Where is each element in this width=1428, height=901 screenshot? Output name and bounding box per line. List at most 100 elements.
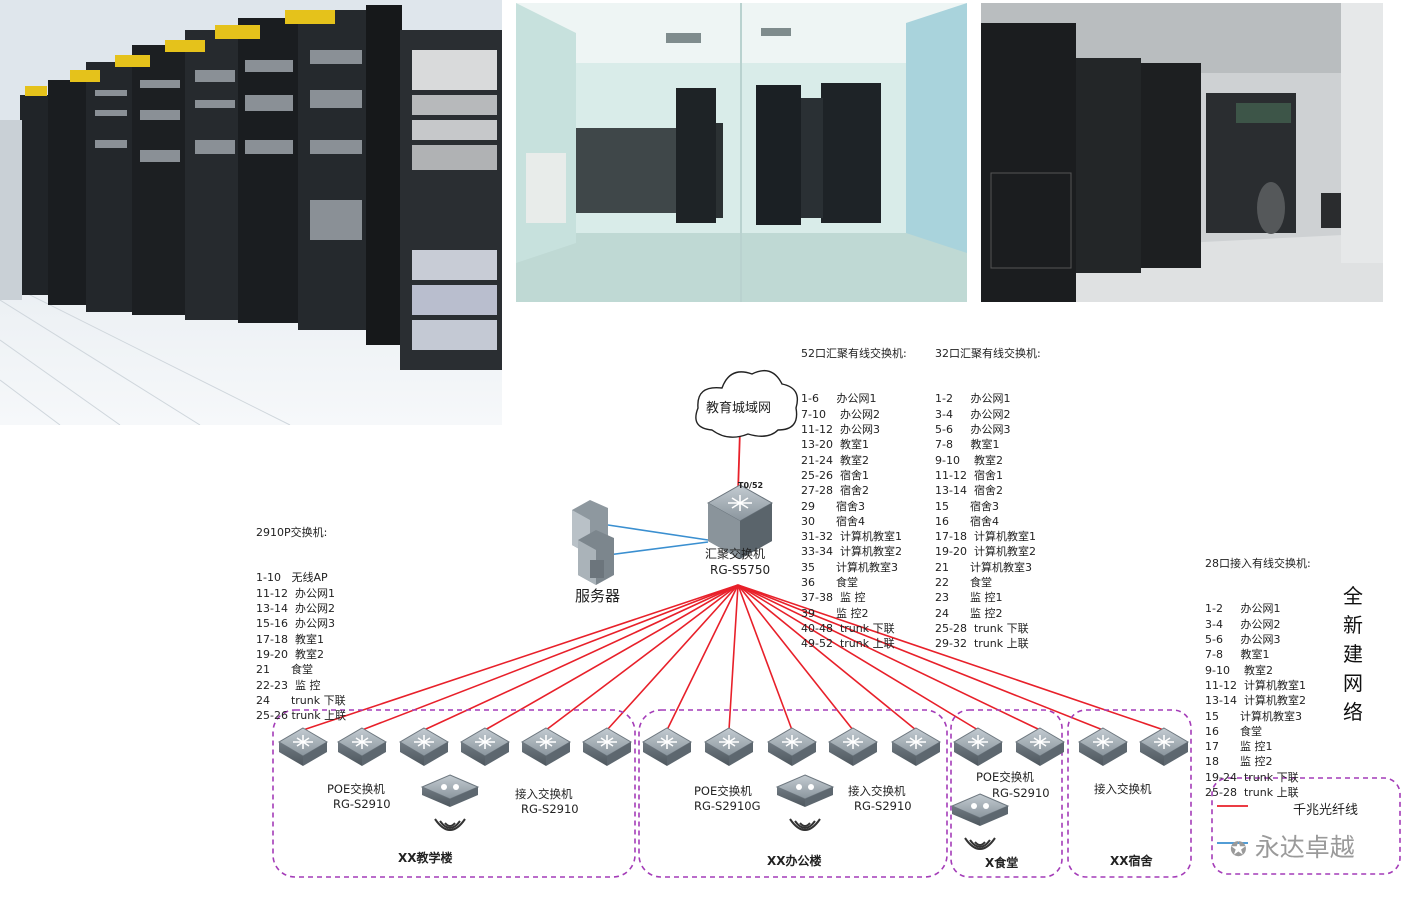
canteen-poe-name: POE交换机 — [976, 770, 1034, 784]
access-switch-icon — [1015, 727, 1065, 767]
server-links — [607, 524, 709, 556]
vertical-title-char: 新 — [1343, 613, 1363, 637]
port-row: 16 宿舍4 — [935, 514, 999, 528]
port-row: 16 食堂 — [1205, 724, 1262, 738]
s2910p-title: 2910P交换机: — [256, 525, 328, 539]
port-row: 24 监 控2 — [935, 606, 1003, 620]
port-row: 37-38 监 控 — [801, 591, 866, 605]
port-row: 1-2 办公网1 — [1205, 602, 1281, 616]
group-boxes — [272, 709, 1401, 878]
port-row: 9-10 教室2 — [1205, 663, 1273, 677]
port-row: 3-4 办公网2 — [935, 407, 1011, 421]
port-row: 15-16 办公网3 — [256, 617, 335, 631]
port-row: 22 食堂 — [935, 576, 992, 590]
port-row: 15 宿舍3 — [935, 499, 999, 513]
watermark: ✪ 永达卓越 — [1230, 828, 1355, 864]
port-row: 25-28 trunk 上联 — [1205, 786, 1299, 800]
port-row: 25-28 trunk 下联 — [935, 621, 1029, 635]
access-switch-icon — [891, 727, 941, 767]
port-row: 23 监 控1 — [935, 591, 1003, 605]
access-switch-icon — [399, 727, 449, 767]
port-row: 7-8 教室1 — [935, 438, 1000, 452]
vertical-title-char: 全 — [1343, 584, 1363, 608]
access-switches — [278, 727, 1189, 767]
fiber-link — [484, 584, 739, 731]
vertical-title-char: 网 — [1343, 671, 1363, 695]
teaching-poe-model: RG-S2910 — [333, 797, 391, 811]
wechat-icon: ✪ — [1230, 837, 1247, 861]
server-racks-photo — [0, 0, 502, 425]
group-box-office — [638, 709, 948, 878]
fiber-link — [302, 584, 739, 731]
fiber-link — [361, 584, 739, 731]
glass-datacenter-room-photo — [516, 3, 967, 302]
group-box-canteen — [950, 709, 1063, 878]
port-row: 5-6 办公网3 — [1205, 633, 1281, 647]
port-row: 13-14 计算机教室2 — [1205, 694, 1306, 708]
port-row: 9-10 教室2 — [935, 453, 1003, 467]
fiber-link — [737, 584, 1165, 731]
port-row: 11-12 宿舍1 — [935, 468, 1003, 482]
access-switch-icon — [1139, 727, 1189, 767]
port-row: 35 计算机教室3 — [801, 560, 898, 574]
fiber-links — [302, 584, 1165, 731]
vertical-title-char: 络 — [1343, 700, 1363, 724]
port-row: 7-8 教室1 — [1205, 648, 1270, 662]
port-row: 15 计算机教室3 — [1205, 709, 1302, 723]
access-switch-icon — [582, 727, 632, 767]
office-poe-name: POE交换机 — [694, 784, 752, 798]
access-switch-icon — [767, 727, 817, 767]
port-row: 30 宿舍4 — [801, 514, 865, 528]
port-row: 29 宿舍3 — [801, 499, 865, 513]
wireless-icon-canteen — [964, 837, 996, 850]
port-row: 3-4 办公网2 — [1205, 617, 1281, 631]
port-row: 17-18 计算机教室1 — [935, 530, 1036, 544]
wireless-icon-teaching — [434, 818, 466, 831]
port-row: 49-52 trunk 上联 — [801, 637, 895, 651]
dorm-group-label: XX宿舍 — [1110, 854, 1153, 868]
teaching-group-label: XX教学楼 — [398, 851, 453, 865]
vertical-title-char: 建 — [1343, 642, 1363, 666]
port-row: 33-34 计算机教室2 — [801, 545, 902, 559]
port-row: 19-20 计算机教室2 — [935, 545, 1036, 559]
fiber-link — [737, 584, 793, 731]
cloud-label: 教育城域网 — [706, 401, 772, 416]
access28-title: 28口接入有线交换机: — [1205, 556, 1311, 570]
fiber-link — [606, 584, 739, 731]
fiber-link — [666, 584, 739, 731]
port-row: 1-6 办公网1 — [801, 392, 877, 406]
core-switch-icon — [706, 484, 774, 559]
office-poe-model: RG-S2910G — [694, 799, 761, 813]
port-row: 24 trunk 下联 — [256, 693, 346, 707]
port-row: 22-23 监 控 — [256, 678, 321, 692]
access-switch-icon — [460, 727, 510, 767]
legend-fiber-label: 千兆光纤线 — [1293, 803, 1359, 818]
teaching-access-name: 接入交换机 — [515, 787, 573, 801]
agg52-title: 52口汇聚有线交换机: — [801, 346, 907, 360]
port-row: 21-24 教室2 — [801, 453, 869, 467]
access-switch-icon — [953, 727, 1003, 767]
port-row: 27-28 宿舍2 — [801, 484, 869, 498]
access-switch-icon — [704, 727, 754, 767]
office-access-model: RG-S2910 — [854, 799, 912, 813]
port-row: 1-10 无线AP — [256, 571, 328, 585]
port-row: 19-20 教室2 — [256, 647, 324, 661]
ap-icon-office — [776, 774, 834, 808]
access-switch-icon — [828, 727, 878, 767]
fiber-link — [728, 584, 739, 731]
port-row: 39 监 控2 — [801, 606, 869, 620]
group-box-dorm — [1067, 709, 1192, 878]
port-row: 25-26 trunk 上联 — [256, 709, 347, 723]
dark-server-cabinets-photo — [981, 3, 1383, 302]
port-row: 11-12 办公网3 — [801, 423, 880, 437]
port-row: 36 食堂 — [801, 576, 858, 590]
canteen-group-label: X食堂 — [985, 856, 1019, 870]
port-row: 11-12 办公网1 — [256, 586, 335, 600]
